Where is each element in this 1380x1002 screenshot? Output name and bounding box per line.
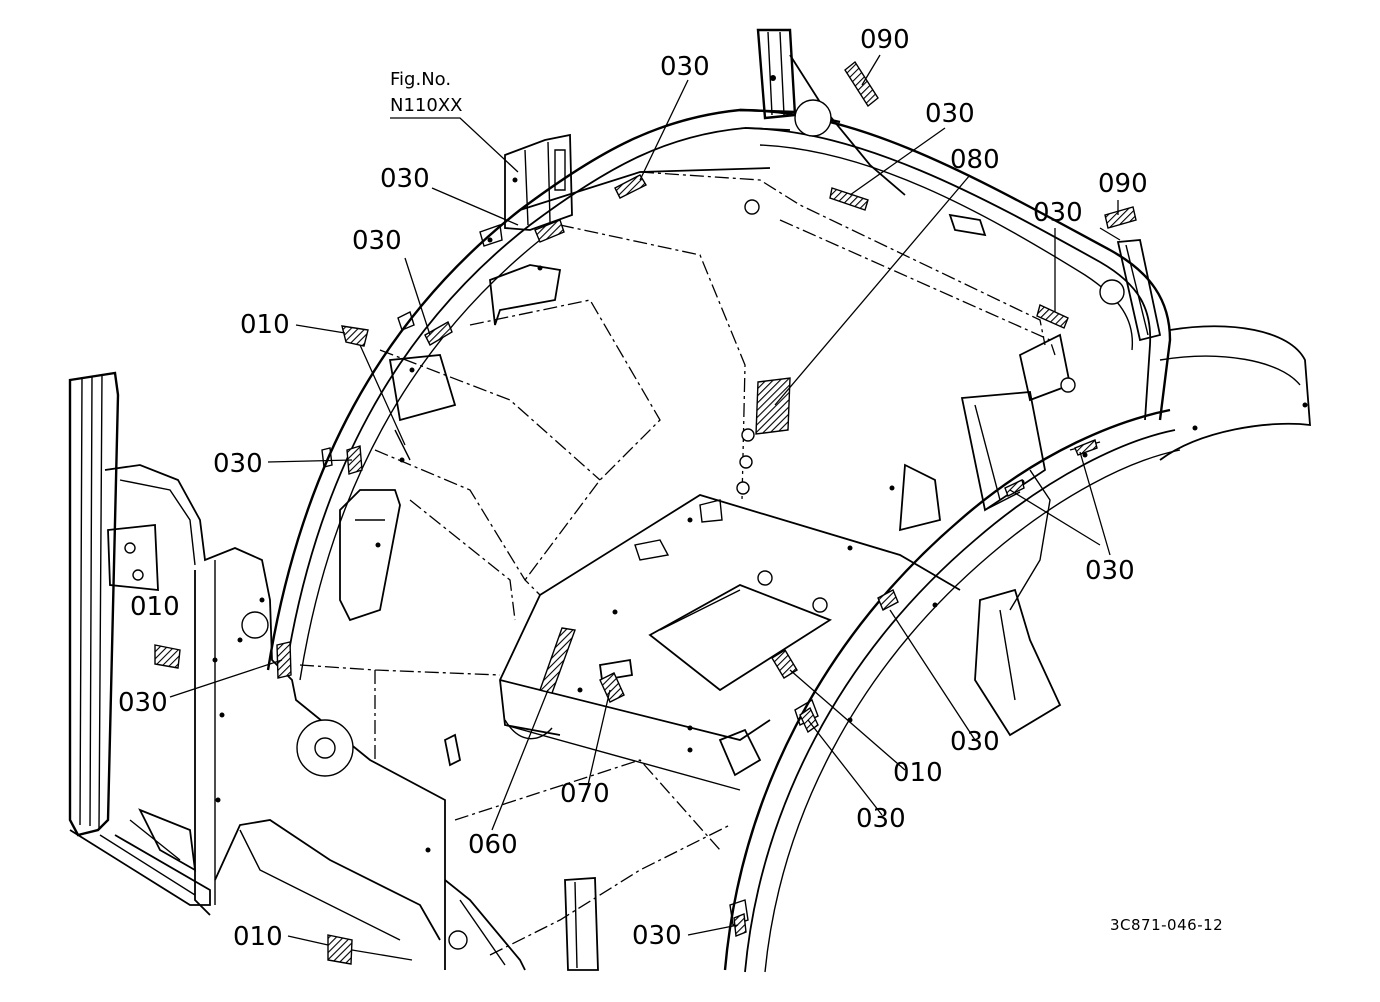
decal-030-beam-3 [733,913,747,937]
decal-010-left [154,644,181,669]
decal-030-right-roof [1036,304,1069,329]
callout-030-right-beam: 030 [950,727,1000,757]
callout-010-bottom: 010 [233,922,283,952]
callout-010-upper-left: 010 [240,310,290,340]
front-arch-beam [266,108,1172,681]
decal-030-beam-5 [1074,439,1098,456]
left-interior-brackets [339,264,562,767]
lower-center-items [444,759,731,971]
callout-090-top: 090 [860,25,910,55]
callout-070: 070 [560,779,610,809]
right-side-brackets [889,333,1076,737]
decal-090-top [844,60,879,108]
right-beam-bolt-details [729,441,1101,926]
callout-030-bottom: 030 [632,921,682,951]
callout-010-center-right: 010 [893,758,943,788]
callout-030-lower-right: 030 [856,804,906,834]
fig-bracket [504,133,573,231]
decal-070 [599,672,625,703]
decal-030-beam-4 [1004,479,1025,497]
callout-030-left-arch: 030 [352,226,402,256]
decal-010-bottom [327,934,353,965]
drawing-number: 3C871-046-12 [1110,916,1223,934]
right-upright-post [1099,239,1162,342]
decal-030-roof [829,187,869,211]
callout-030-lower-left: 030 [118,688,168,718]
fig-no-label: Fig.No. [390,69,451,90]
callout-010-left: 010 [130,592,180,622]
callout-030-upper-left: 030 [380,164,430,194]
left-rear-panel [104,464,446,970]
callout-090-right: 090 [1098,169,1148,199]
decal-010-upper-left [341,325,369,347]
decal-030-arch-1 [534,219,565,243]
center-rear-panel [736,199,987,495]
leader-lines [169,54,1121,961]
callout-080: 080 [950,145,1000,175]
decal-090-right [1104,206,1137,229]
right-rear-arch-beam [723,325,1311,973]
callout-labels: Fig.No. N110XX 090 030 030 080 090 030 0… [118,25,1223,952]
decal-080 [755,377,791,435]
arch-bolt-details [321,224,551,468]
decal-060 [539,627,576,694]
fig-no-value: N110XX [390,95,462,116]
cab-frame-drawing [68,28,1311,973]
callout-030-mid-left: 030 [213,449,263,479]
decal-030-arch-4 [276,641,292,679]
decal-030-beam-2 [799,706,819,734]
top-rear-post [756,28,906,196]
decal-030-arch-2 [424,320,453,346]
decal-labels [154,60,1137,965]
callout-060: 060 [468,830,518,860]
left-front-pillar [68,371,211,906]
decal-030-arch-3 [346,445,363,475]
rear-wall-outline [299,171,1056,760]
decal-030-top-arch [614,174,647,199]
callout-030-top-center: 030 [660,52,710,82]
callout-030-right-roof: 030 [1033,198,1083,228]
callout-030-right-side: 030 [1085,556,1135,586]
callout-030-roof: 030 [925,99,975,129]
decal-030-beam-1 [877,589,899,611]
